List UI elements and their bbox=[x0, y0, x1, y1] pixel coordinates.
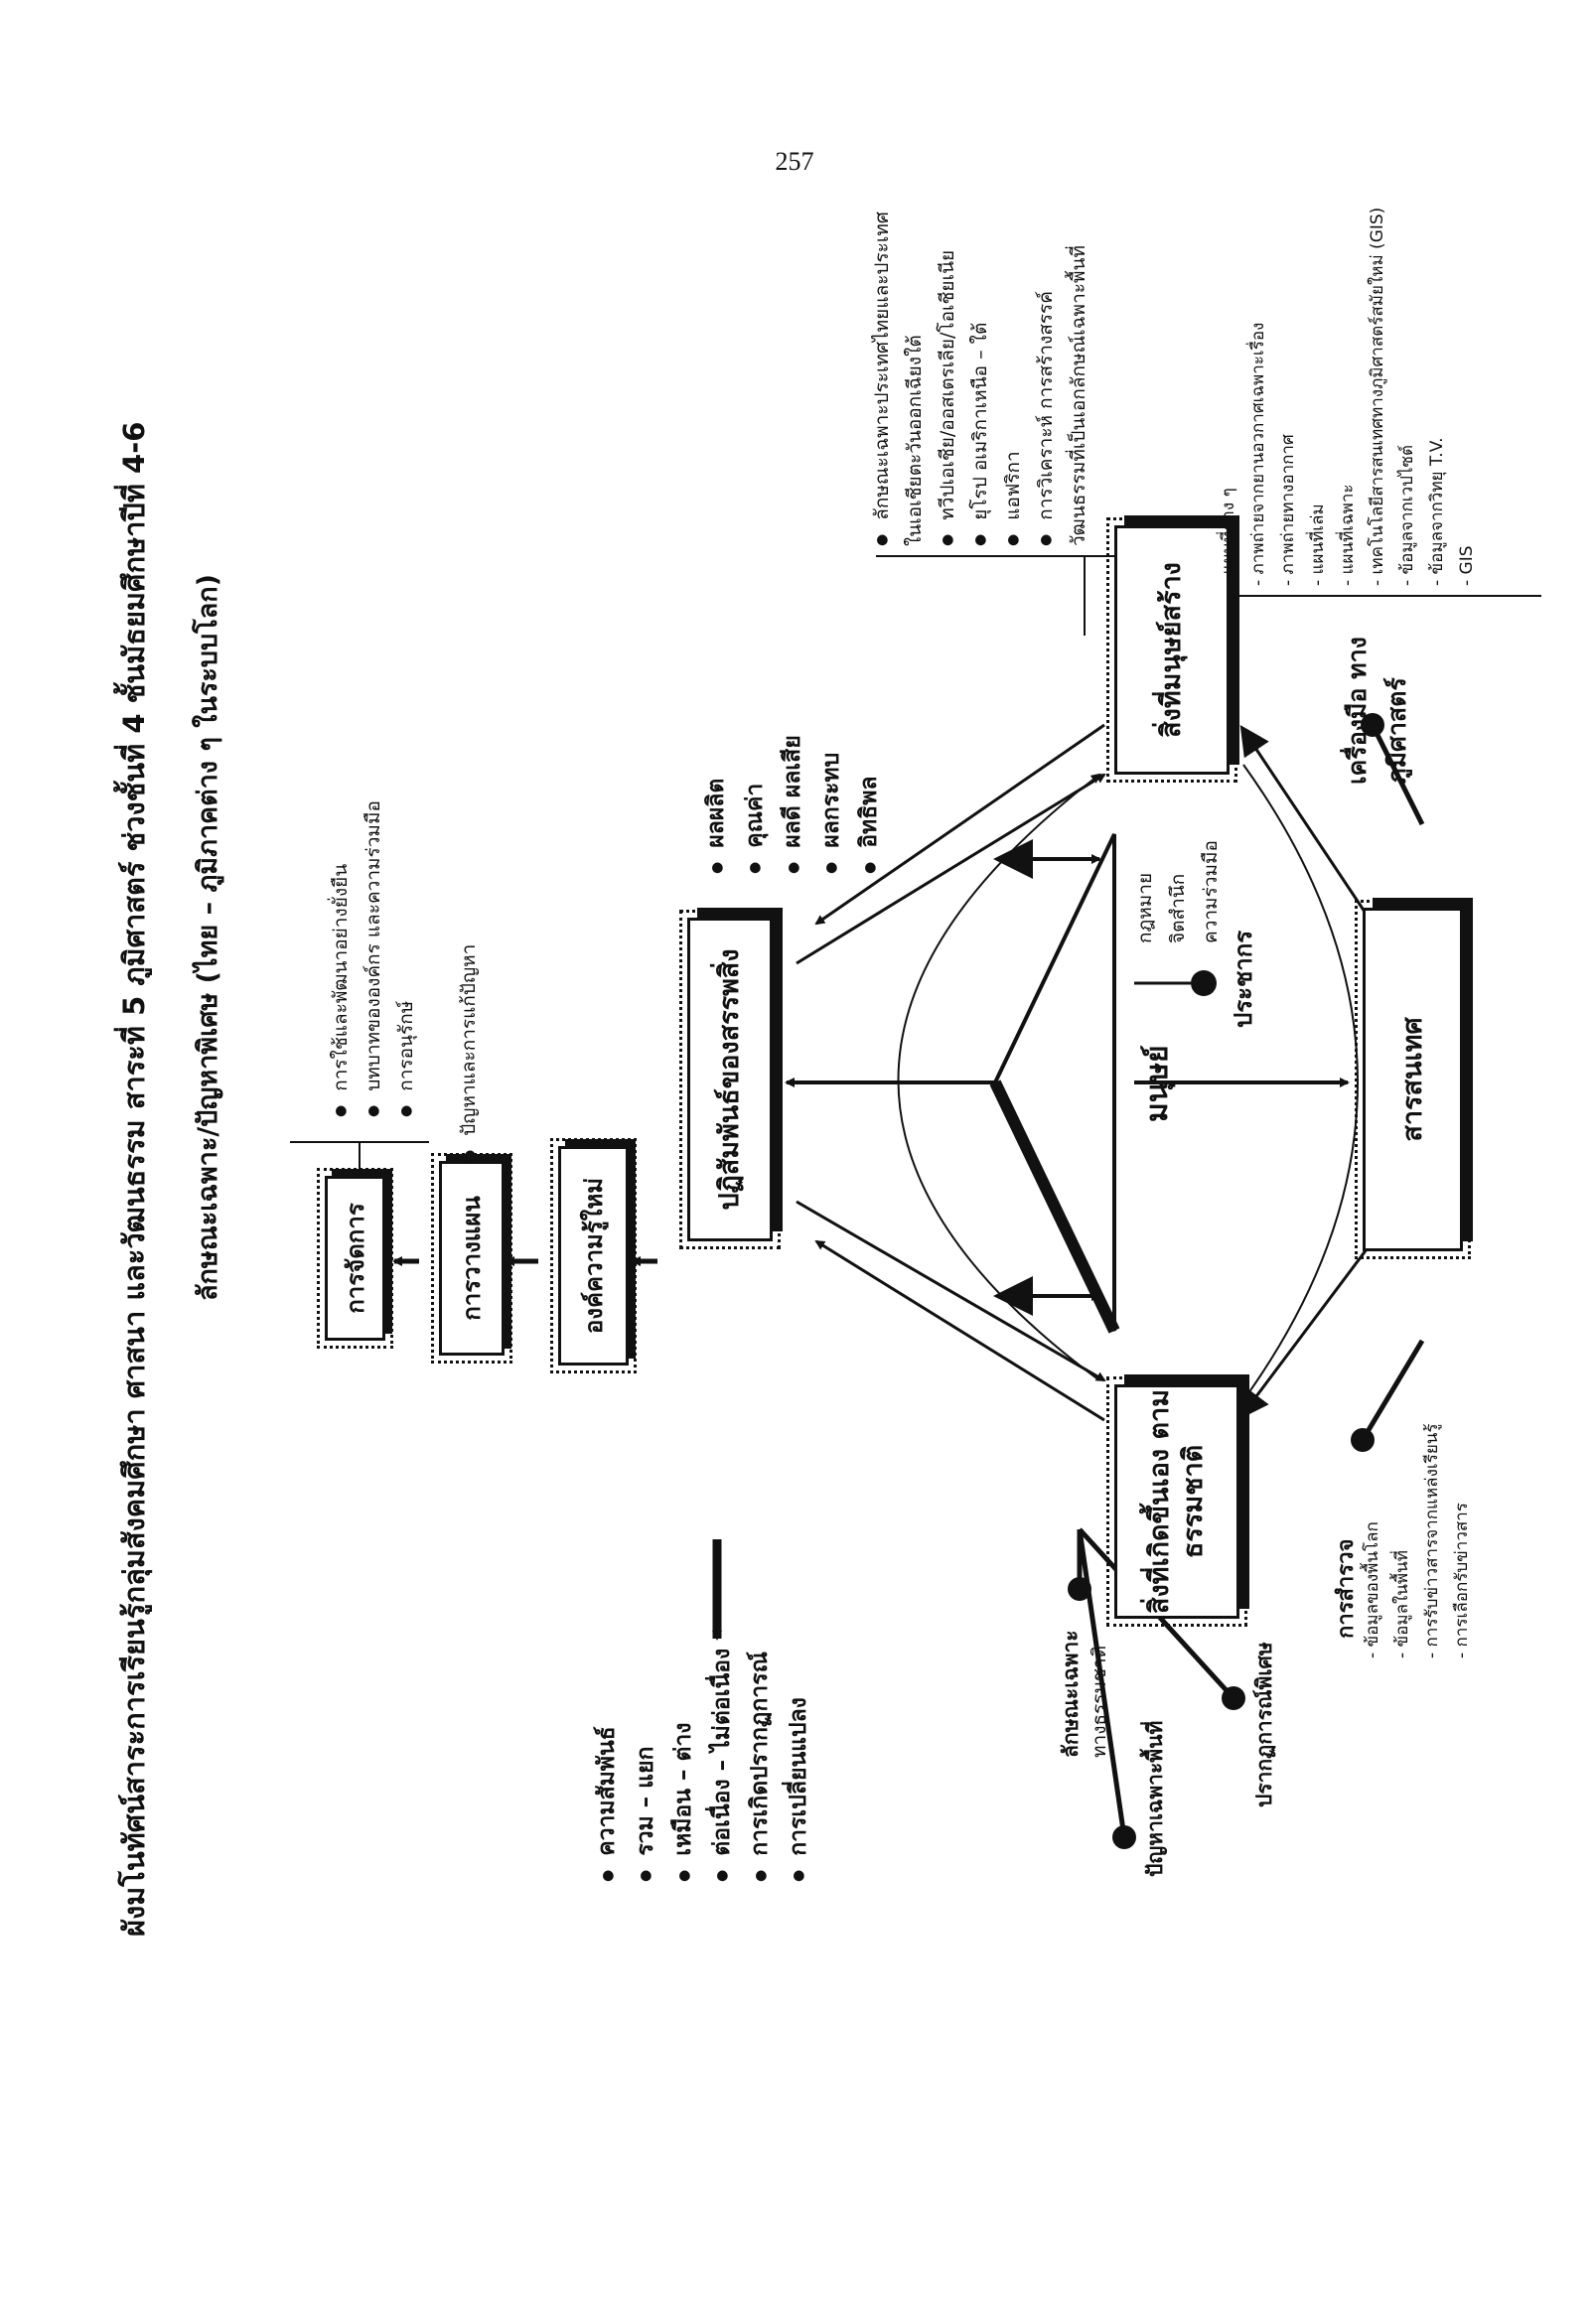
survey-item: ข้อมูลของพื้นโลก bbox=[1358, 1423, 1387, 1658]
human-item: จิตสำนึก bbox=[1167, 873, 1189, 943]
relation-item: เหมือน – ต่าง bbox=[664, 1649, 703, 1882]
branch-characteristic-sub: ทางธรรมชาติ bbox=[1088, 1646, 1110, 1758]
outcomes-list: ผลผลิต คุณค่า ผลดี ผลเสีย ผลกระทบ อิทธิพ… bbox=[697, 735, 889, 874]
relation-item: ต่อเนื่อง – ไม่ต่อเนื่อง bbox=[703, 1649, 742, 1882]
manmade-item: การวิเคราะห์ การสร้างสรรค์ วัฒนธรรมที่เป… bbox=[1030, 209, 1095, 546]
outcome-item: ผลผลิต bbox=[697, 735, 736, 874]
human-item: ความร่วมมือ bbox=[1200, 840, 1222, 943]
information-box: สารสนเทศ bbox=[1360, 880, 1466, 1279]
curve-natural-manmade bbox=[897, 773, 1101, 1381]
manmade-item: ยุโรป อเมริกาเหนือ – ใต้ bbox=[964, 209, 997, 546]
management-items-list: การใช้และพัฒนาอย่างยั่งยืน บทบาทขององค์ก… bbox=[325, 800, 423, 1117]
planning-box: การวางแผน bbox=[436, 1137, 508, 1379]
tools-item: GIS bbox=[1452, 208, 1482, 586]
tools-item: ภาพถ่ายทางอากาศ bbox=[1273, 208, 1303, 586]
branch-phenomenon-pin bbox=[1222, 1686, 1245, 1710]
page-number: 257 bbox=[775, 147, 814, 176]
curve-manmade-natural bbox=[1241, 764, 1359, 1402]
natural-box: สิ่งที่เกิดขึ้นเอง ตามธรรมชาติ bbox=[1109, 1369, 1244, 1634]
connector-layer bbox=[290, 555, 1541, 1849]
planning-item: ปัญหาและการแก้ปัญหา bbox=[454, 944, 484, 1162]
population-pin bbox=[1191, 970, 1217, 996]
branch-characteristic-label: ลักษณะเฉพาะ bbox=[1059, 1630, 1083, 1758]
human-item: กฎหมาย bbox=[1134, 872, 1156, 943]
relation-item: ความสัมพันธ์ bbox=[588, 1649, 627, 1882]
tools-item: แผนที่ต่าง ๆ bbox=[1214, 208, 1243, 586]
map-subtitle: ลักษณะเฉพาะ/ปัญหาพิเศษ (ไทย – ภูมิภาคต่า… bbox=[193, 574, 223, 1301]
management-item: บทบาทขององค์กร และความร่วมมือ bbox=[358, 800, 390, 1117]
tools-item: ข้อมูลจากเวปไซต์ bbox=[1392, 208, 1422, 586]
tools-title: เครื่องมือ ทางภูมิศาสตร์ bbox=[1343, 637, 1411, 785]
outcome-item: ผลดี ผลเสีย bbox=[774, 735, 812, 874]
survey-item: ข้อมูลในพื้นที่ bbox=[1387, 1423, 1417, 1658]
tools-list: แผนที่ต่าง ๆ ภาพถ่ายจากยานอวกาศเฉพาะเรื่… bbox=[1214, 208, 1482, 586]
human-triangle-shadow bbox=[989, 1080, 1120, 1334]
tools-item: ข้อมูลจากวิทยุ T.V. bbox=[1422, 208, 1452, 586]
manmade-items-list: ลักษณะเฉพาะประเทศไทยและประเทศในเอเชียตะว… bbox=[866, 209, 1095, 546]
tools-item: เทคโนโลยีสารสนเทศทางภูมิศาสตร์สมัยใหม่ (… bbox=[1363, 208, 1392, 586]
manmade-items-bracket bbox=[876, 555, 1154, 636]
human-label: มนุษย์ bbox=[1140, 1045, 1175, 1122]
manmade-information-arrow bbox=[1239, 725, 1375, 926]
relations-list: ความสัมพันธ์ รวม – แยก เหมือน – ต่าง ต่อ… bbox=[588, 1649, 817, 1882]
manmade-to-interaction bbox=[814, 723, 1105, 926]
tools-connector bbox=[1370, 723, 1425, 826]
branch-area-pin bbox=[1112, 1825, 1136, 1849]
relation-item: การเกิดปรากฏการณ์ bbox=[741, 1649, 780, 1882]
tools-pin bbox=[1361, 713, 1384, 737]
manmade-item: ทวีปเอเชีย/ออสเตรเลีย/โอเชียเนีย bbox=[932, 209, 964, 546]
survey-list: ข้อมูลของพื้นโลก ข้อมูลในพื้นที่ การรับข… bbox=[1358, 1423, 1477, 1658]
management-box: การจัดการ bbox=[322, 1154, 388, 1363]
natural-to-interaction bbox=[814, 1239, 1105, 1422]
interaction-box: ปฏิสัมพันธ์ของสรรพสิ่ง bbox=[684, 887, 776, 1272]
tools-item: แผนที่เฉพาะ bbox=[1333, 208, 1363, 586]
concept-map-canvas: ผังมโนทัศน์สาระการเรียนรู้กลุ่มสังคมศึกษ… bbox=[101, 189, 1541, 2274]
new-knowledge-box: องค์ความรู้ใหม่ bbox=[555, 1121, 632, 1390]
outcome-item: คุณค่า bbox=[736, 735, 775, 874]
interaction-to-natural bbox=[796, 1200, 1106, 1382]
natural-information-arrow bbox=[1238, 1239, 1375, 1420]
map-title: ผังมโนทัศน์สาระการเรียนรู้กลุ่มสังคมศึกษ… bbox=[117, 421, 151, 1937]
manmade-item: แอฟริกา bbox=[997, 209, 1030, 546]
branch-phenomenon-label: ปรากฏการณ์พิเศษ bbox=[1252, 1642, 1276, 1807]
branch-area-line bbox=[1077, 1528, 1127, 1838]
management-item: การอนุรักษ์ bbox=[390, 800, 423, 1117]
outcome-item: อิทธิพล bbox=[850, 735, 889, 874]
human-items-list: กฎหมาย จิตสำนึก ความร่วมมือ bbox=[1129, 840, 1228, 943]
tools-item: ภาพถ่ายจากยานอวกาศเฉพาะเรื่อง bbox=[1243, 208, 1273, 586]
survey-item: การเลือกรับข่าวสาร bbox=[1447, 1423, 1477, 1658]
branch-area-label: ปัญหาเฉพาะพื้นที่ bbox=[1143, 1720, 1167, 1877]
population-label: ประชากร bbox=[1230, 930, 1257, 1028]
manmade-item: ลักษณะเฉพาะประเทศไทยและประเทศในเอเชียตะว… bbox=[866, 209, 932, 546]
survey-item: การรับข่าวสารจากแหล่งเรียนรู้ bbox=[1417, 1423, 1447, 1658]
interaction-to-manmade bbox=[796, 773, 1106, 965]
manmade-box: สิ่งที่มนุษย์สร้าง bbox=[1110, 507, 1233, 792]
human-triangle bbox=[992, 833, 1116, 1332]
outcome-item: ผลกระทบ bbox=[812, 735, 851, 874]
relation-item: รวม – แยก bbox=[627, 1649, 665, 1882]
relation-item: การเปลี่ยนแปลง bbox=[780, 1649, 818, 1882]
tools-item: แผนที่เล่ม bbox=[1303, 208, 1333, 586]
management-item: การใช้และพัฒนาอย่างยั่งยืน bbox=[325, 800, 358, 1117]
